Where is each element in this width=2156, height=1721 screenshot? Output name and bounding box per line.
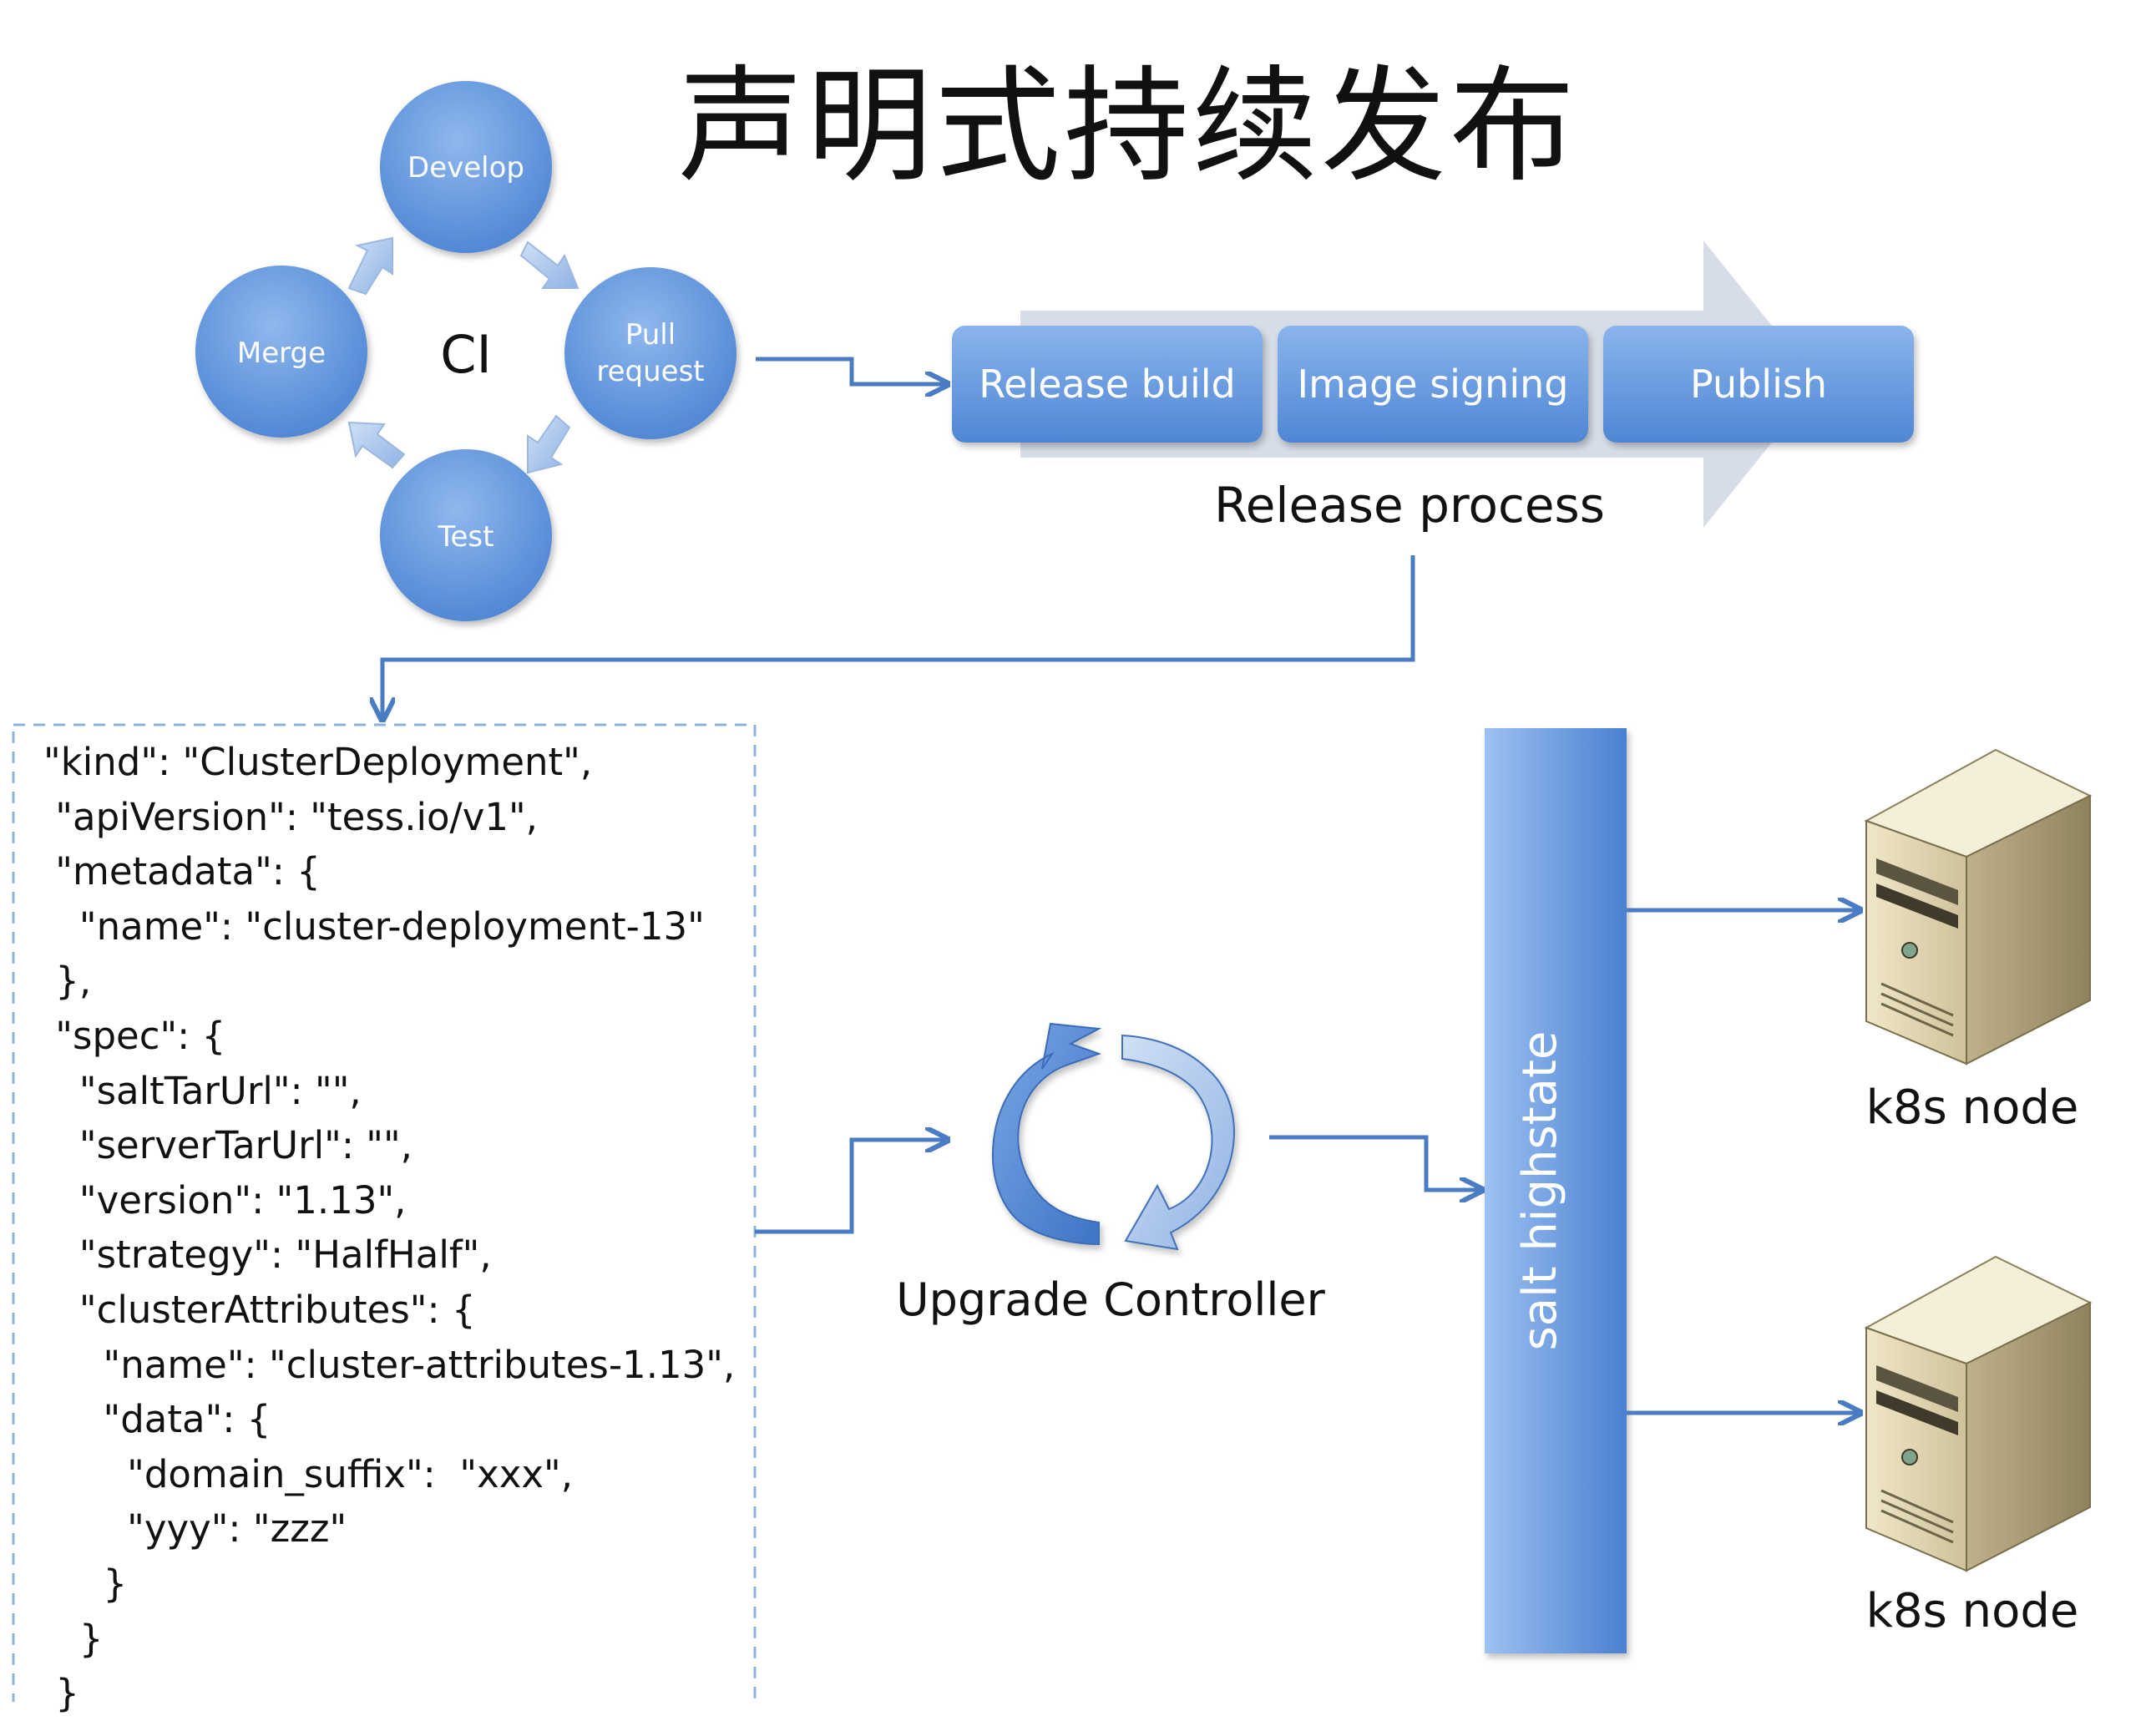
server-icon [1864,1255,2093,1572]
manifest-line: } [43,1616,104,1661]
ci-center-label: CI [440,324,492,385]
cluster-deployment-manifest: "kind": "ClusterDeployment", "apiVersion… [43,735,762,1721]
manifest-line: "saltTarUrl": "", [43,1068,362,1113]
image-signing-box [1278,326,1588,443]
manifest-line: "kind": "ClusterDeployment", [43,740,593,784]
develop-circle [380,81,552,253]
ci-nodes: Develop Pull request Test Merge CI [195,81,736,621]
manifest-line: "yyy": "zzz" [43,1506,347,1551]
merge-circle [195,266,367,438]
release-build-box [952,326,1263,443]
connector-pr-to-release [756,357,948,384]
pull-request-label-line1: Pull [625,318,676,352]
pull-request-label-line2: request [596,355,704,388]
manifest-line: "version": "1.13", [43,1177,407,1222]
test-label: Test [438,520,494,554]
release-step-label: Publish [1690,362,1827,407]
manifest-line: "metadata": { [43,849,321,894]
connector-controller-to-salt [1269,1135,1482,1190]
connector-release-to-manifest [382,555,1415,720]
develop-label: Develop [407,151,524,185]
arrow-test-to-merge [347,421,406,469]
server-icon [1864,748,2093,1066]
arrow-pr-to-test [527,414,571,474]
test-circle [380,449,552,621]
pull-request-circle [564,267,736,439]
arrow-merge-to-develop [347,236,393,296]
manifest-line: "apiVersion": "tess.io/v1", [43,794,538,839]
refresh-cycle-icon [991,1022,1235,1251]
cycle-arrow-left [991,1022,1102,1246]
manifest-line: "data": { [43,1397,271,1442]
node-label: k8s node [1866,1081,2079,1135]
manifest-box [12,723,757,1702]
manifest-line: "clusterAttributes": { [43,1287,476,1332]
page-title: 声明式持续发布 [677,54,1578,200]
manifest-line: "domain_suffix": "xxx", [43,1451,574,1496]
connector-manifest-to-controller [755,1140,948,1234]
manifest-line: }, [43,959,92,1004]
cycle-arrow-right [1121,1034,1235,1251]
release-step-label: Image signing [1298,362,1569,407]
publish-box [1603,326,1914,443]
salt-highstate-label: salt highstate [1513,1031,1567,1351]
release-process-label: Release process [1214,477,1605,534]
release-step-label: Release build [979,362,1235,407]
manifest-line: "name": "cluster-deployment-13" [43,904,705,949]
manifest-line: } [43,1671,79,1716]
upgrade-controller-label: Upgrade Controller [896,1273,1325,1326]
manifest-line: "strategy": "HalfHalf", [43,1233,492,1278]
arrow-develop-to-pr [519,240,579,289]
merge-label: Merge [237,337,326,370]
salt-highstate-bar [1485,728,1627,1653]
release-steps: Release build Image signing Publish [952,326,1914,443]
manifest-line: "serverTarUrl": "", [43,1123,412,1168]
manifest-line: "name": "cluster-attributes-1.13", [43,1342,736,1387]
node-label: k8s node [1866,1584,2079,1638]
manifest-line: "spec": { [43,1013,226,1058]
manifest-line: } [43,1561,128,1606]
ci-cycle-arrows [347,236,579,474]
